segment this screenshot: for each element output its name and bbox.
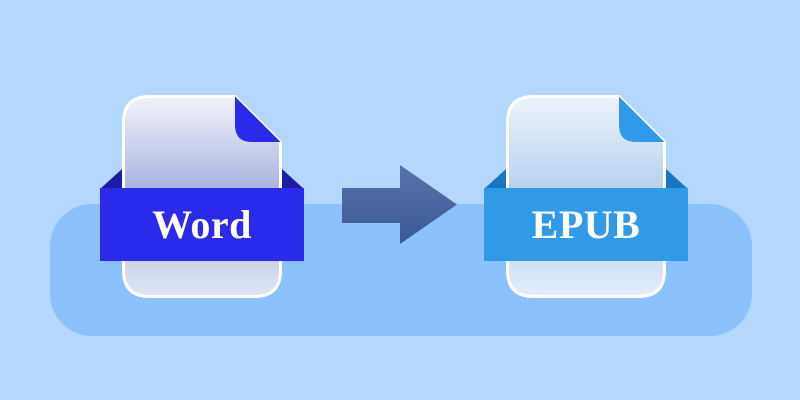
word-ribbon-banner: Word (100, 188, 304, 261)
word-format-label: Word (152, 201, 252, 247)
word-file-icon: Word (100, 95, 304, 298)
epub-format-label: EPUB (531, 201, 641, 247)
word-ribbon-fold-right-icon (282, 169, 304, 189)
arrow-shape (342, 165, 457, 244)
epub-file-icon: EPUB (484, 95, 688, 298)
epub-ribbon-fold-left-icon (484, 169, 506, 189)
epub-folded-corner-icon (619, 96, 665, 142)
conversion-arrow-icon (342, 165, 457, 244)
word-ribbon-fold-left-icon (100, 169, 122, 189)
epub-ribbon-banner: EPUB (484, 188, 688, 261)
epub-ribbon-fold-right-icon (666, 169, 688, 189)
word-folded-corner-icon (235, 96, 281, 142)
